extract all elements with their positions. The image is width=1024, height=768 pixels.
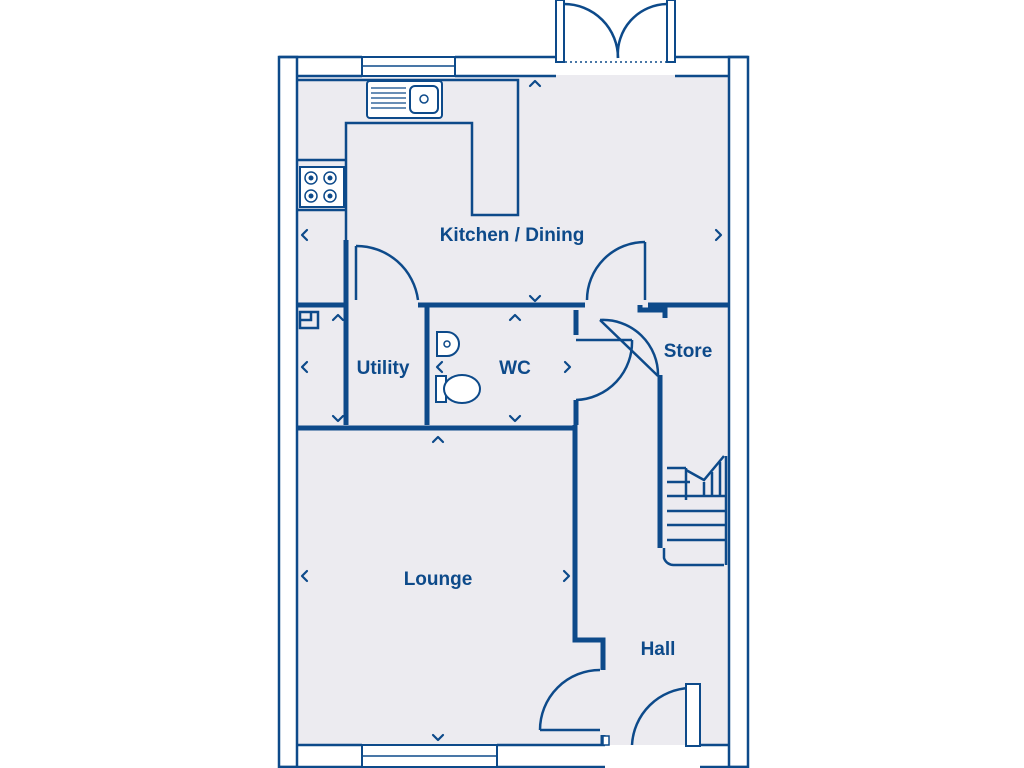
- room-labels: Kitchen / Dining Utility WC Store Lounge…: [357, 225, 713, 660]
- room-label-utility: Utility: [357, 358, 410, 379]
- hob-icon: [299, 166, 345, 208]
- doors: [354, 240, 701, 747]
- kitchen-worktop: [297, 78, 520, 240]
- floor-area: [298, 75, 728, 745]
- staircase-icon: [667, 455, 728, 565]
- room-label-store: Store: [664, 341, 713, 362]
- sink-icon: [366, 80, 443, 119]
- room-label-kitchen-dining: Kitchen / Dining: [440, 225, 585, 246]
- exterior-walls: [277, 55, 750, 768]
- french-doors: [555, 0, 676, 63]
- room-label-hall: Hall: [641, 639, 676, 660]
- toilet-icon: [435, 374, 481, 404]
- basin-icon: [436, 331, 460, 357]
- dimension-arrow-icon: [300, 79, 723, 742]
- room-label-lounge: Lounge: [404, 569, 473, 590]
- utility-cupboard: [298, 310, 320, 330]
- room-label-wc: WC: [499, 358, 531, 379]
- windows: [361, 56, 498, 768]
